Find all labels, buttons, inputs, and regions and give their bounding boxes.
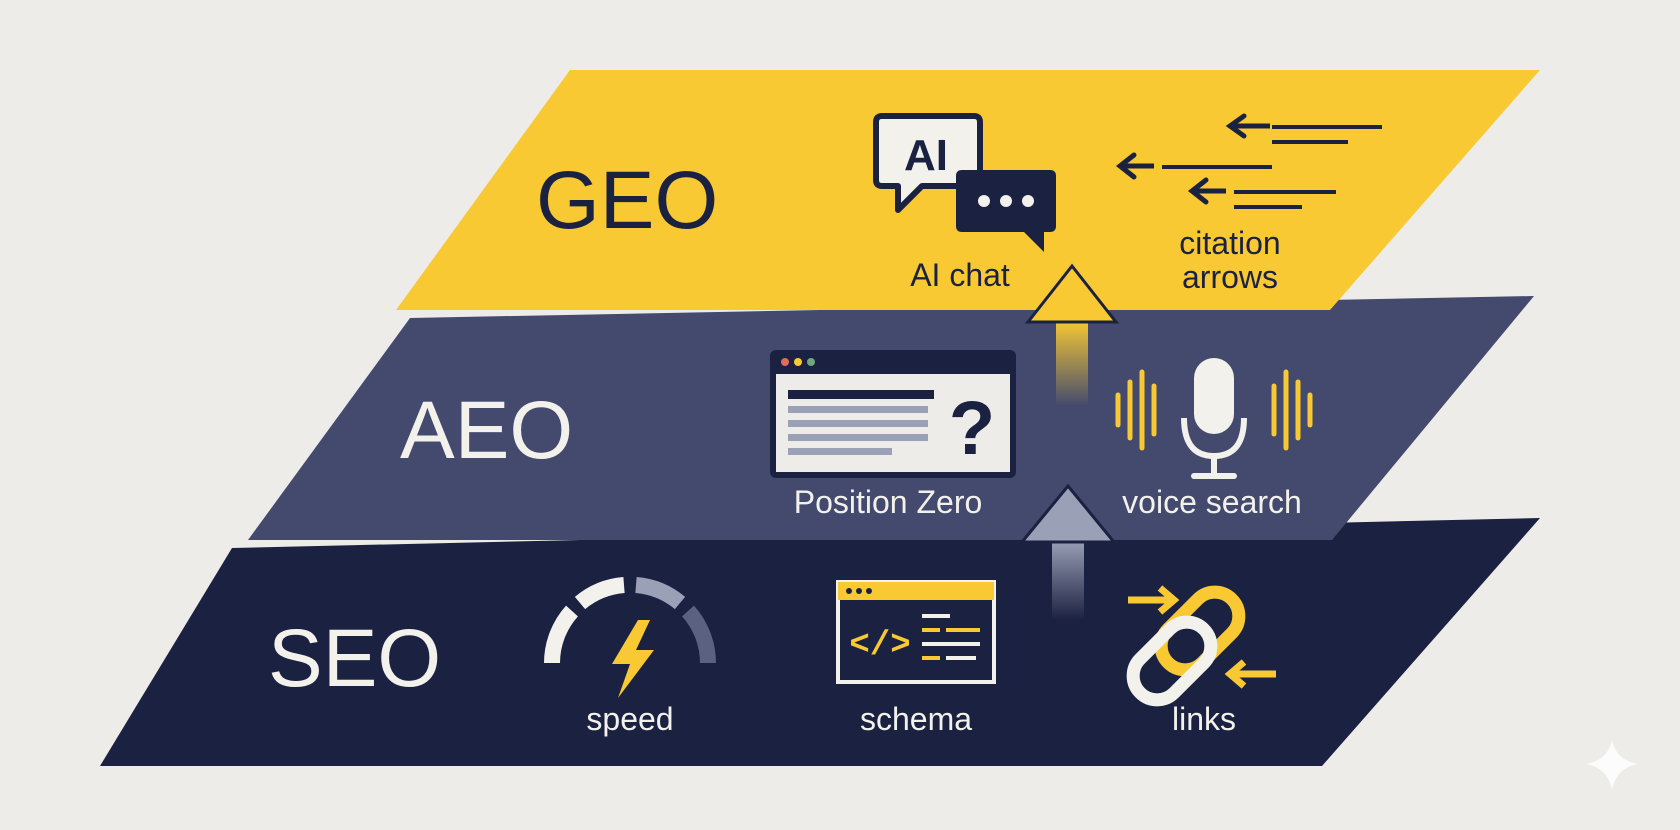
- schema-code-icon: </>: [836, 580, 996, 684]
- ai-badge: AI: [904, 131, 948, 180]
- schema-code-glyph: </>: [849, 627, 910, 665]
- position-zero-caption: Position Zero: [794, 484, 983, 520]
- links-caption: links: [1172, 701, 1236, 737]
- ai-chat-icon: AI: [873, 113, 1056, 252]
- geo-layer-title: GEO: [536, 155, 718, 246]
- aeo-layer: AEO ? Position Zero: [248, 296, 1534, 540]
- voice-search-icon: [1115, 358, 1313, 479]
- seo-layer-band: [100, 518, 1540, 766]
- seo-layer-title: SEO: [268, 613, 441, 704]
- chain-link-icon: [1126, 585, 1276, 707]
- voice-search-caption: voice search: [1122, 484, 1302, 520]
- aeo-layer-title: AEO: [400, 385, 573, 476]
- geo-layer: GEO AI AI chat citation arrows: [396, 70, 1540, 310]
- citation-arrows-caption-line1: citation: [1179, 225, 1280, 261]
- position-zero-glyph: ?: [949, 386, 995, 471]
- citation-arrows-icon: [1115, 113, 1382, 209]
- citation-arrows-caption-line2: arrows: [1182, 259, 1278, 295]
- aeo-to-geo-arrow: [1024, 263, 1120, 406]
- position-zero-icon: ?: [770, 350, 1016, 478]
- ai-chat-caption: AI chat: [910, 257, 1010, 293]
- seo-layer: SEO speed </> schema: [100, 518, 1540, 766]
- schema-caption: schema: [860, 701, 972, 737]
- seo-to-aeo-arrow: [1018, 483, 1118, 620]
- speed-caption: speed: [586, 701, 673, 737]
- speed-gauge-icon: [544, 577, 716, 698]
- sparkle-icon: [1586, 740, 1638, 790]
